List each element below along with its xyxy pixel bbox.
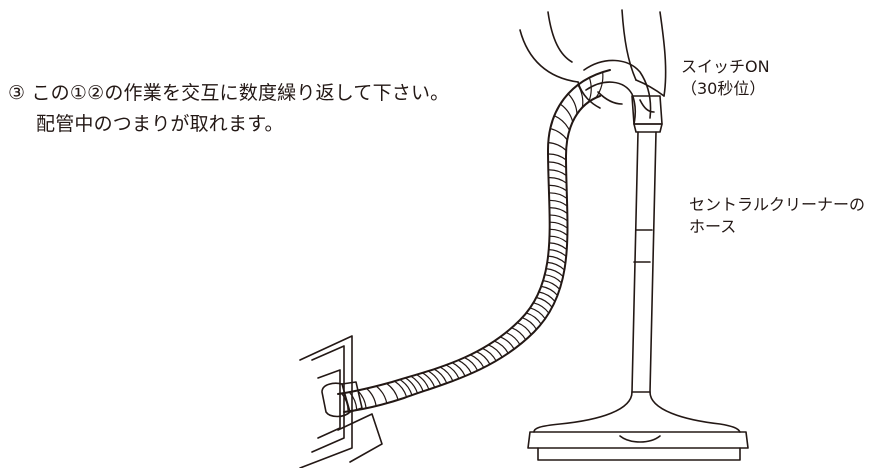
hose-rib	[546, 261, 565, 271]
hose-rib	[386, 382, 399, 401]
hose-rib	[567, 93, 578, 115]
hose-rib	[457, 359, 472, 374]
hose-rib	[548, 184, 568, 192]
hose-rib	[525, 312, 542, 325]
hose-rib	[547, 169, 567, 177]
hose-rib	[547, 161, 567, 169]
hose-rib	[548, 192, 568, 200]
instruction-text: ③ この①②の作業を交互に数度繰り返して下さい。 配管中のつまりが取れます。	[8, 78, 449, 140]
hose-rib	[348, 391, 358, 411]
hose-rib	[588, 77, 592, 103]
hose-rib	[577, 84, 584, 108]
instruction-line-2: 配管中のつまりが取れます。	[36, 113, 284, 135]
hose-rib	[548, 249, 567, 257]
hose-rib	[499, 336, 515, 350]
hose-rib	[445, 364, 460, 380]
corrugated-hose-icon	[337, 69, 611, 413]
hose-rib	[549, 228, 568, 236]
wand-tube-icon	[631, 131, 657, 393]
hose-rib	[493, 340, 509, 354]
hose-rib	[545, 268, 564, 278]
hose-rib	[549, 214, 569, 222]
hose-rib	[469, 354, 485, 369]
hose-rib	[521, 317, 538, 330]
switch-on-label: スイッチON （30秒位）	[681, 56, 770, 100]
hose-rib	[394, 380, 408, 398]
hose-rib	[548, 207, 568, 215]
hose-rib	[532, 302, 550, 314]
hose-rib	[375, 385, 388, 404]
hose-rib	[516, 322, 532, 336]
hose-label: セントラルクリーナーの ホース	[689, 194, 865, 238]
hose-rib	[421, 372, 436, 388]
hose-rib	[547, 255, 566, 264]
hose-rib	[548, 242, 568, 251]
hose-rib	[547, 142, 567, 152]
instruction-line-1: ③ この①②の作業を交互に数度繰り返して下さい。	[8, 82, 450, 104]
hose-rib	[481, 347, 497, 362]
hose-rib	[439, 366, 454, 382]
hose-rib	[427, 370, 442, 386]
hose-rib	[433, 368, 448, 384]
hose-rib	[529, 307, 546, 320]
hose-label-line-1: セントラルクリーナーの	[689, 195, 866, 214]
hose-rib	[463, 357, 479, 372]
hose-rib	[547, 153, 567, 161]
hose-label-line-2: ホース	[689, 217, 737, 236]
hose-rib	[547, 177, 568, 184]
hose-rib	[595, 71, 604, 99]
wall-socket-icon	[299, 335, 383, 468]
hose-rib	[538, 291, 556, 303]
hose-rib	[475, 351, 491, 365]
hose-rib	[505, 331, 521, 346]
handle-grip-icon	[583, 59, 663, 133]
floor-nozzle-icon	[527, 391, 749, 461]
hose-rib	[542, 280, 561, 290]
hose-rib	[548, 235, 568, 244]
hose-rib	[410, 375, 424, 392]
hose-rib	[540, 285, 559, 297]
hose-rib	[404, 377, 419, 394]
hose-rib	[416, 374, 430, 390]
hose-rib	[451, 362, 466, 377]
hose-rib	[548, 199, 568, 207]
hand-arm-icon	[519, 9, 667, 109]
hose-rib	[366, 387, 377, 407]
hose-rib	[535, 296, 553, 308]
duration-text: （30秒位）	[681, 79, 766, 98]
hose-rib	[511, 327, 527, 341]
switch-on-text: スイッチON	[681, 57, 770, 76]
hose-rib	[544, 274, 563, 284]
hose-rib	[487, 344, 503, 358]
hose-rib	[549, 128, 568, 141]
hose-rib	[549, 221, 569, 229]
hose-rib	[553, 115, 571, 131]
hose-rib	[399, 379, 413, 396]
hose-rib	[559, 103, 574, 123]
